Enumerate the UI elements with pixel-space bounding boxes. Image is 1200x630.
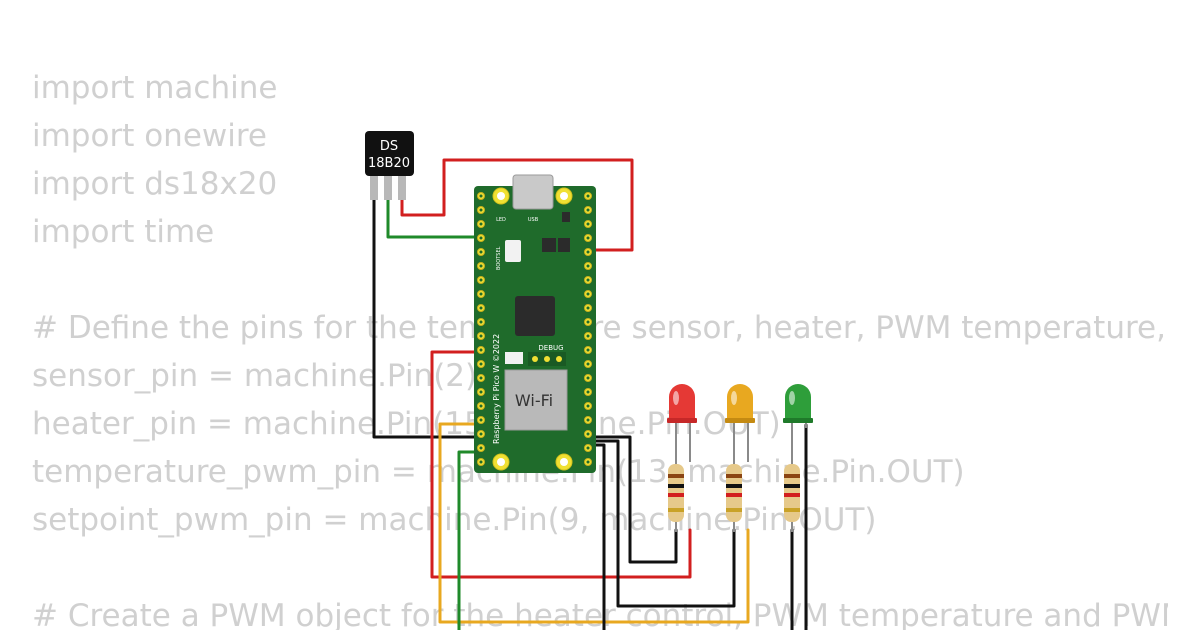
- header-pin-hole: [479, 390, 483, 394]
- header-pin-hole: [586, 334, 590, 338]
- header-pin-hole: [586, 236, 590, 240]
- header-pin-hole: [586, 208, 590, 212]
- bootsel-button[interactable]: [505, 240, 521, 262]
- header-pin-hole: [586, 320, 590, 324]
- header-pin-hole: [479, 446, 483, 450]
- sensor-label-line1: DS: [380, 139, 398, 154]
- wire-green-sensor-data[interactable]: [386, 196, 486, 239]
- header-pin-hole: [479, 222, 483, 226]
- resistor-1[interactable]: [668, 455, 684, 532]
- wifi-label: Wi-Fi: [515, 391, 553, 410]
- led-label: LED: [496, 217, 506, 223]
- header-pin-hole: [479, 208, 483, 212]
- header-pin-hole: [479, 264, 483, 268]
- header-pin-hole: [586, 278, 590, 282]
- pico-w-board[interactable]: DEBUG Wi-Fi LED USB BOOTSEL Raspberry Pi…: [474, 174, 596, 473]
- header-pin-hole: [586, 292, 590, 296]
- sensor-label-line2: 18B20: [368, 156, 410, 171]
- wire-black-ground-2[interactable]: [583, 439, 736, 608]
- wire-red-sensor-power[interactable]: [400, 158, 634, 252]
- wire-black-ground-1[interactable]: [583, 435, 678, 564]
- header-pin-hole: [586, 418, 590, 422]
- wire-green-led-signal[interactable]: [457, 450, 486, 630]
- code-line: import machine: [32, 70, 278, 106]
- usb-connector: [512, 174, 554, 210]
- header-pin-hole: [586, 460, 590, 464]
- header-pin-hole: [586, 194, 590, 198]
- code-line: # Create a PWM object for the heater con…: [32, 598, 1168, 630]
- header-pin-hole: [479, 376, 483, 380]
- header-pin-hole: [479, 460, 483, 464]
- header-pin-hole: [479, 278, 483, 282]
- ds18b20-sensor[interactable]: DS 18B20: [365, 131, 414, 200]
- header-pin-hole: [479, 404, 483, 408]
- header-pin-hole: [479, 194, 483, 198]
- header-pin-hole: [586, 362, 590, 366]
- code-line: import onewire: [32, 118, 267, 154]
- wire-red-led-signal[interactable]: [430, 350, 692, 579]
- debug-label: DEBUG: [538, 344, 563, 352]
- header-pin-hole: [586, 348, 590, 352]
- led-red[interactable]: [667, 384, 697, 462]
- rp2040-chip: [515, 296, 555, 336]
- header-pin-hole: [586, 264, 590, 268]
- wire-black-sensor-ground[interactable]: [372, 196, 486, 439]
- header-pins: [477, 192, 592, 466]
- header-pin-hole: [586, 432, 590, 436]
- wire-yellow-led-signal[interactable]: [438, 422, 750, 624]
- resistor-2[interactable]: [726, 455, 742, 532]
- header-pin-hole: [479, 348, 483, 352]
- usb-label: USB: [528, 217, 539, 223]
- code-line: import ds18x20: [32, 166, 278, 202]
- header-pin-hole: [586, 250, 590, 254]
- header-pin-hole: [479, 432, 483, 436]
- header-pin-hole: [479, 236, 483, 240]
- header-pin-hole: [479, 418, 483, 422]
- header-pin-hole: [586, 306, 590, 310]
- header-pin-hole: [479, 334, 483, 338]
- resistor-3[interactable]: [784, 455, 800, 532]
- led-green[interactable]: [783, 384, 813, 462]
- bootsel-label: BOOTSEL: [496, 246, 502, 270]
- code-line: sensor_pin = machine.Pin(2): [32, 358, 478, 394]
- header-pin-hole: [586, 390, 590, 394]
- header-pin-hole: [479, 250, 483, 254]
- code-line: import time: [32, 214, 215, 250]
- header-pin-hole: [586, 222, 590, 226]
- header-pin-hole: [586, 446, 590, 450]
- header-pin-hole: [479, 292, 483, 296]
- board-name: Raspberry Pi Pico W ©2022: [492, 334, 501, 444]
- header-pin-hole: [479, 306, 483, 310]
- header-pin-hole: [586, 376, 590, 380]
- led-yellow[interactable]: [725, 384, 755, 462]
- wifi-module: [504, 369, 568, 431]
- header-pin-hole: [479, 320, 483, 324]
- header-pin-hole: [479, 362, 483, 366]
- header-pin-hole: [586, 404, 590, 408]
